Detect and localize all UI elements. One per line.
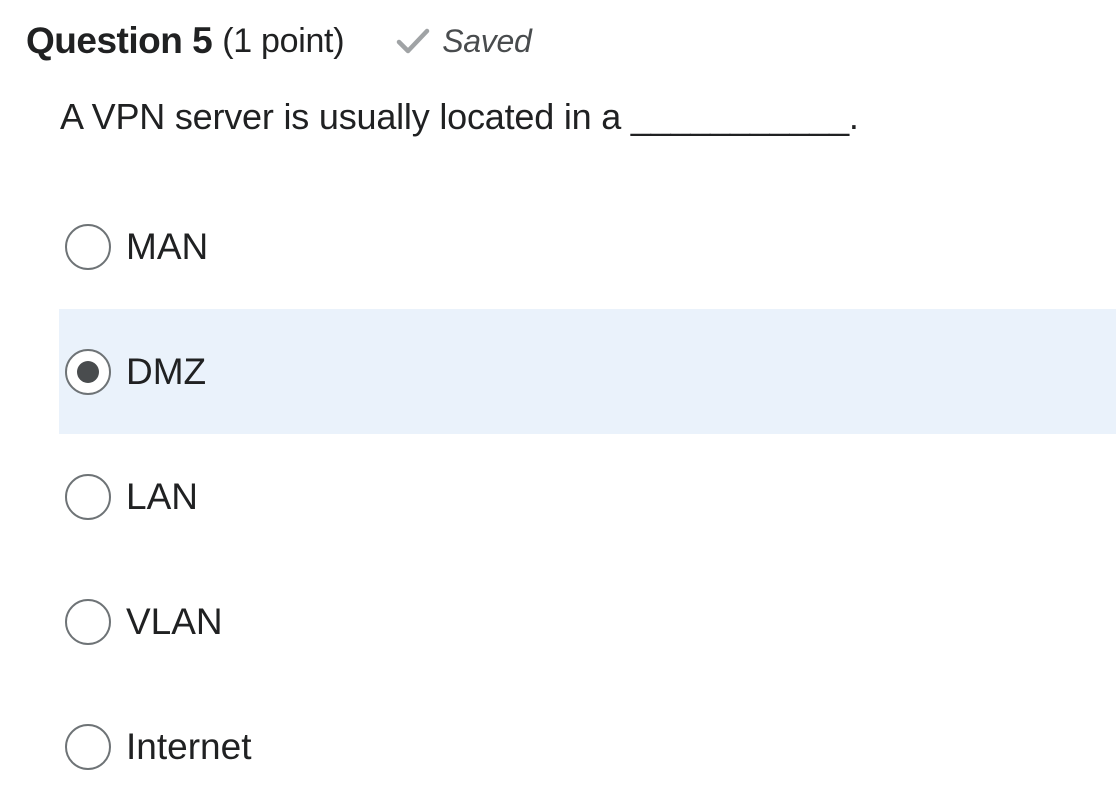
option-vlan[interactable]: VLAN (59, 559, 1116, 684)
radio-button-lan[interactable] (65, 473, 111, 520)
question-title: Question 5 (26, 20, 213, 61)
option-internet[interactable]: Internet (59, 684, 1116, 792)
option-label-lan[interactable]: LAN (126, 475, 198, 517)
radio-button-vlan[interactable] (65, 598, 111, 645)
question-points: (1 point) (222, 21, 345, 60)
saved-label: Saved (442, 22, 532, 59)
option-label-man[interactable]: MAN (126, 225, 209, 267)
option-lan[interactable]: LAN (59, 434, 1116, 559)
check-icon (396, 28, 430, 54)
radio-button-dmz[interactable] (65, 348, 111, 395)
option-dmz[interactable]: DMZ (59, 309, 1116, 434)
option-label-dmz[interactable]: DMZ (126, 350, 207, 392)
option-label-internet[interactable]: Internet (126, 725, 252, 767)
radio-dot (77, 360, 99, 383)
option-man[interactable]: MAN (59, 184, 1116, 309)
radio-button-internet[interactable] (65, 723, 111, 770)
question-header: Question 5 (1 point) Saved (26, 16, 532, 66)
answer-options: MAN DMZ LAN VLAN Internet (59, 184, 1116, 792)
question-text: A VPN server is usually located in a ___… (60, 96, 859, 137)
radio-button-man[interactable] (65, 223, 111, 270)
saved-status: Saved (396, 22, 532, 60)
option-label-vlan[interactable]: VLAN (126, 600, 223, 642)
